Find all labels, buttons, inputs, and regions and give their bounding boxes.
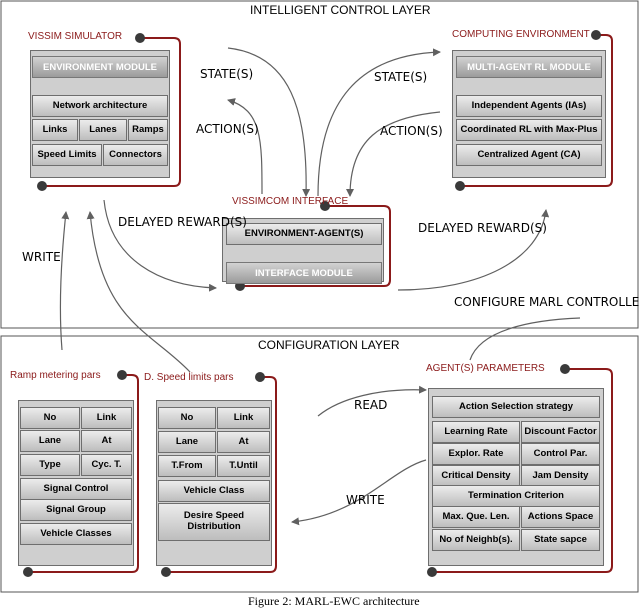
vehicle-classes-cell: Vehicle Classes bbox=[20, 523, 132, 545]
desire-speed-cell: Desire Speed Distribution bbox=[158, 503, 270, 541]
critical-density-cell: Critical Density bbox=[432, 465, 520, 487]
arrow-configure bbox=[469, 317, 581, 361]
speed-link-cell: Link bbox=[217, 407, 270, 429]
environment-agent-cell: ENVIRONMENT-AGENT(S) bbox=[226, 223, 382, 245]
speed-dot-end bbox=[161, 567, 171, 577]
ramp-dot-end bbox=[23, 567, 33, 577]
no-of-neighbs-cell: No of Neighb(s). bbox=[432, 529, 520, 551]
intelligent-control-layer-frame bbox=[0, 0, 639, 329]
ramps-cell: Ramps bbox=[128, 119, 168, 141]
arrow-read bbox=[317, 385, 427, 417]
centralized-agent-cell: Centralized Agent (CA) bbox=[456, 144, 602, 166]
vissimcom-dot-start bbox=[320, 201, 330, 211]
agent-parameters-title: AGENT(S) PARAMETERS bbox=[426, 363, 545, 374]
arrow-write-center bbox=[291, 459, 427, 526]
arrow-state-right bbox=[317, 48, 441, 197]
write-left-label: WRITE bbox=[22, 250, 61, 264]
vissimcom-interface-title: VISSIMCOM INTERFACE bbox=[232, 196, 349, 207]
multi-agent-rl-module-header: MULTI-AGENT RL MODULE bbox=[456, 56, 602, 78]
signal-group-cell: Signal Group bbox=[20, 499, 132, 521]
speed-bracket bbox=[166, 376, 277, 573]
ramp-no-cell: No bbox=[20, 407, 80, 429]
ramp-bracket bbox=[28, 374, 139, 573]
ramp-at-cell: At bbox=[81, 430, 132, 452]
state-left-label: STATE(S) bbox=[200, 67, 254, 81]
arrow-action-left bbox=[227, 98, 263, 195]
state-right-label: STATE(S) bbox=[374, 70, 428, 84]
computing-dot-start bbox=[591, 30, 601, 40]
control-par-cell: Control Par. bbox=[521, 443, 600, 465]
vissim-dot-start bbox=[135, 33, 145, 43]
configuration-layer-title: CONFIGURATION LAYER bbox=[258, 338, 400, 352]
jam-density-cell: Jam Density bbox=[521, 465, 600, 487]
speed-dot-start bbox=[255, 372, 265, 382]
delayed-reward-left-label: DELAYED REWARD(S) bbox=[118, 215, 247, 229]
arrow-state-left bbox=[227, 47, 311, 197]
agent-bracket bbox=[432, 368, 613, 573]
computing-dot-end bbox=[455, 181, 465, 191]
write-center-label: WRITE bbox=[346, 493, 385, 507]
arrow-write-left bbox=[59, 211, 70, 351]
vissim-simulator-title: VISSIM SIMULATOR bbox=[28, 31, 123, 42]
termination-criterion-cell: Termination Criterion bbox=[432, 485, 600, 507]
action-right-label: ACTION(S) bbox=[380, 124, 443, 138]
vehicle-class-cell: Vehicle Class bbox=[158, 480, 270, 502]
computing-bracket bbox=[460, 34, 613, 187]
lanes-cell: Lanes bbox=[79, 119, 127, 141]
arrow-delayed-right bbox=[397, 209, 550, 291]
learning-rate-cell: Learning Rate bbox=[432, 421, 520, 443]
interface-module-header: INTERFACE MODULE bbox=[226, 262, 382, 284]
delayed-reward-right-label: DELAYED REWARD(S) bbox=[418, 221, 547, 235]
ramp-cyc-cell: Cyc. T. bbox=[81, 454, 132, 476]
ramp-type-cell: Type bbox=[20, 454, 80, 476]
arrow-delayed-left bbox=[103, 199, 217, 292]
vissim-dot-end bbox=[37, 181, 47, 191]
ramp-lane-cell: Lane bbox=[20, 430, 80, 452]
vissim-bracket bbox=[42, 37, 181, 187]
speed-limits-pars-title: D. Speed limits pars bbox=[144, 372, 234, 383]
speed-lane-cell: Lane bbox=[158, 431, 216, 453]
network-architecture-cell: Network architecture bbox=[32, 95, 168, 117]
intelligent-control-layer-title: INTELLIGENT CONTROL LAYER bbox=[250, 3, 431, 17]
coordinated-rl-cell: Coordinated RL with Max-Plus bbox=[456, 119, 602, 141]
actions-space-cell: Actions Space bbox=[521, 506, 600, 528]
configure-marl-label: CONFIGURE MARL CONTROLLER bbox=[454, 295, 640, 309]
explor-rate-cell: Explor. Rate bbox=[432, 443, 520, 465]
connectors-cell: Connectors bbox=[103, 144, 168, 166]
figure-caption: Figure 2: MARL-EWC architecture bbox=[248, 594, 420, 608]
ramp-dot-start bbox=[117, 370, 127, 380]
independent-agents-cell: Independent Agents (IAs) bbox=[456, 95, 602, 117]
agent-dot-end bbox=[427, 567, 437, 577]
speed-no-cell: No bbox=[158, 407, 216, 429]
links-cell: Links bbox=[32, 119, 78, 141]
read-label: READ bbox=[354, 398, 388, 412]
vissimcom-bracket bbox=[240, 205, 391, 287]
action-left-label: ACTION(S) bbox=[196, 122, 259, 136]
ramp-metering-title: Ramp metering pars bbox=[10, 370, 101, 381]
speed-limits-cell: Speed Limits bbox=[32, 144, 102, 166]
agent-dot-start bbox=[560, 364, 570, 374]
ramp-link-cell: Link bbox=[81, 407, 132, 429]
arrow-write-speed bbox=[86, 211, 191, 373]
configuration-layer-frame bbox=[0, 335, 639, 593]
speed-tfrom-cell: T.From bbox=[158, 455, 216, 477]
computing-environment-title: COMPUTING ENVIRONMENT bbox=[452, 29, 590, 40]
speed-tuntil-cell: T.Until bbox=[217, 455, 270, 477]
signal-control-cell: Signal Control bbox=[20, 478, 132, 500]
action-selection-cell: Action Selection strategy bbox=[432, 396, 600, 418]
environment-module-header: ENVIRONMENT MODULE bbox=[32, 56, 168, 78]
state-space-cell: State sapce bbox=[521, 529, 600, 551]
max-que-len-cell: Max. Que. Len. bbox=[432, 506, 520, 528]
discount-factor-cell: Discount Factor bbox=[521, 421, 600, 443]
speed-at-cell: At bbox=[217, 431, 270, 453]
arrow-action-right bbox=[346, 111, 441, 197]
